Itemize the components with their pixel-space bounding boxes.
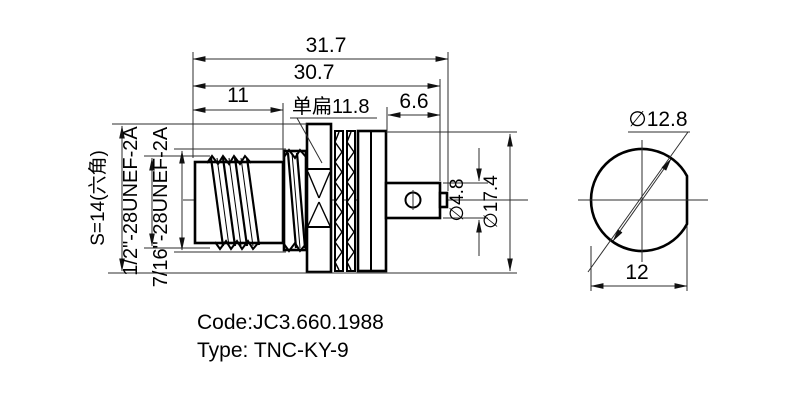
dim-body-length: 30.7	[294, 61, 335, 84]
thread-mount-label: 7/16"-28UNEF-2A	[150, 126, 172, 287]
front-barrel	[193, 154, 285, 251]
end-view: ∅12.8 12	[578, 108, 708, 291]
mount-thread	[282, 148, 308, 253]
hex-nut	[305, 122, 333, 274]
title-block: Code:JC3.660.1988 Type: TNC-KY-9	[197, 311, 384, 362]
thread-front-label: 1/2"-28UNEF-2A	[120, 126, 142, 276]
dim-pin-shaft-dia: ∅4.8	[447, 179, 468, 222]
code-text: Code:JC3.660.1988	[197, 311, 384, 334]
dim-end-dia: ∅12.8	[628, 108, 687, 131]
dim-rear-length: 6.6	[399, 90, 428, 113]
side-view	[183, 122, 528, 274]
dim-flange-dia: ∅17.4	[481, 175, 502, 229]
dim-front-length: 11	[227, 84, 249, 107]
dim-flat-width: 12	[625, 261, 648, 284]
hex-label: S=14(六角)	[87, 150, 109, 246]
flange-plate	[356, 129, 388, 273]
contact-tip	[438, 191, 449, 209]
dimensions-side: 31.7 30.7 11 单扁11.8 6.6 ∅4.8 ∅17.4 S=14(…	[87, 34, 517, 287]
type-text: Type: TNC-KY-9	[197, 339, 349, 362]
flat-note: 单扁11.8	[292, 95, 369, 118]
lock-washers	[334, 130, 356, 272]
rear-shaft	[384, 181, 449, 220]
dim-total-length: 31.7	[306, 34, 347, 57]
flat-note-leader	[296, 117, 323, 164]
